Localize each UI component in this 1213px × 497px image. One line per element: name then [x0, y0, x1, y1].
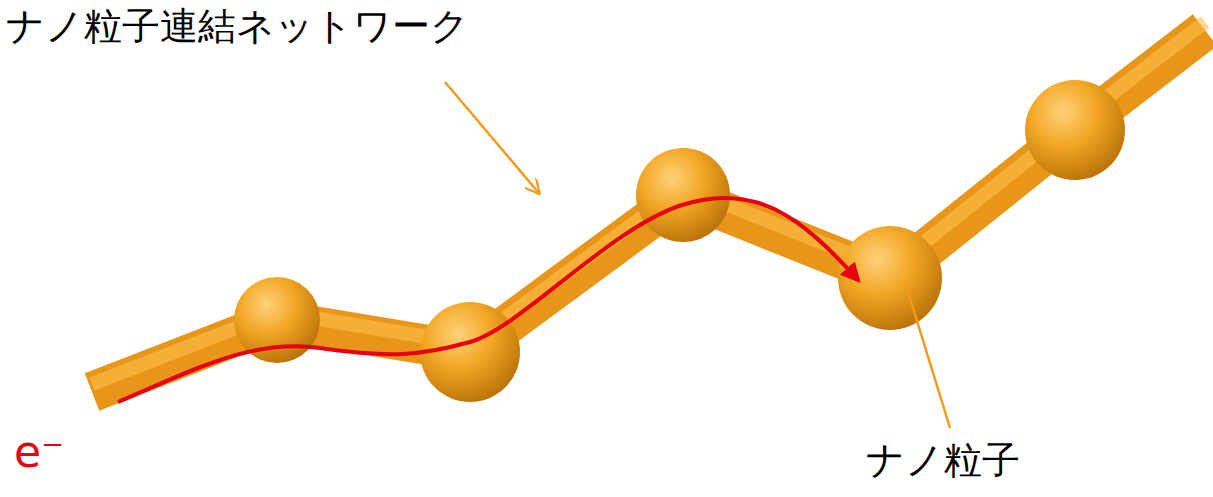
connecting-rods — [92, 22, 1205, 392]
electron-path — [118, 198, 858, 402]
particle-label: ナノ粒子 — [866, 440, 1020, 482]
leader-line — [445, 82, 538, 192]
network-label: ナノ粒子連結ネットワーク — [6, 6, 469, 48]
leader-line — [905, 282, 950, 428]
electron-label: e⁻ — [14, 428, 64, 476]
